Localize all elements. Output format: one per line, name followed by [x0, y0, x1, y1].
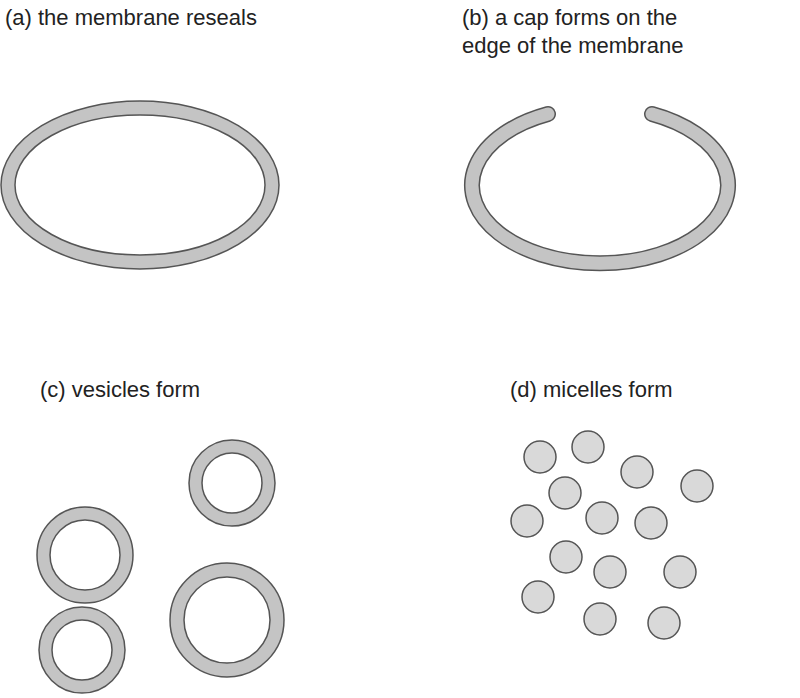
micelle — [522, 581, 554, 613]
vesicle-inner — [50, 520, 120, 590]
vesicle-inner — [52, 620, 112, 680]
micelle — [621, 456, 653, 488]
micelle — [648, 607, 680, 639]
micelle — [550, 541, 582, 573]
micelle — [524, 441, 556, 473]
micelle — [635, 507, 667, 539]
open-membrane — [472, 114, 728, 263]
micelle — [584, 603, 616, 635]
resealed-membrane — [1, 101, 279, 269]
micelle — [572, 431, 604, 463]
micelles — [511, 431, 713, 639]
vesicle-outer — [170, 563, 284, 677]
vesicle-inner — [202, 453, 262, 513]
micelle — [664, 556, 696, 588]
panel-label: (a) the membrane reseals — [5, 4, 405, 32]
micelle — [511, 505, 543, 537]
vesicles — [37, 440, 284, 693]
micelle — [594, 556, 626, 588]
vesicle-outer — [39, 607, 125, 693]
vesicle-inner — [184, 577, 270, 663]
panel-label: (c) vesicles form — [40, 376, 340, 404]
vesicle-outer — [37, 507, 133, 603]
panel-label: (d) micelles form — [510, 376, 790, 404]
micelle — [586, 502, 618, 534]
micelle — [549, 477, 581, 509]
vesicle-outer — [189, 440, 275, 526]
micelle — [681, 470, 713, 502]
panel-label: (b) a cap forms on the edge of the membr… — [462, 4, 724, 60]
